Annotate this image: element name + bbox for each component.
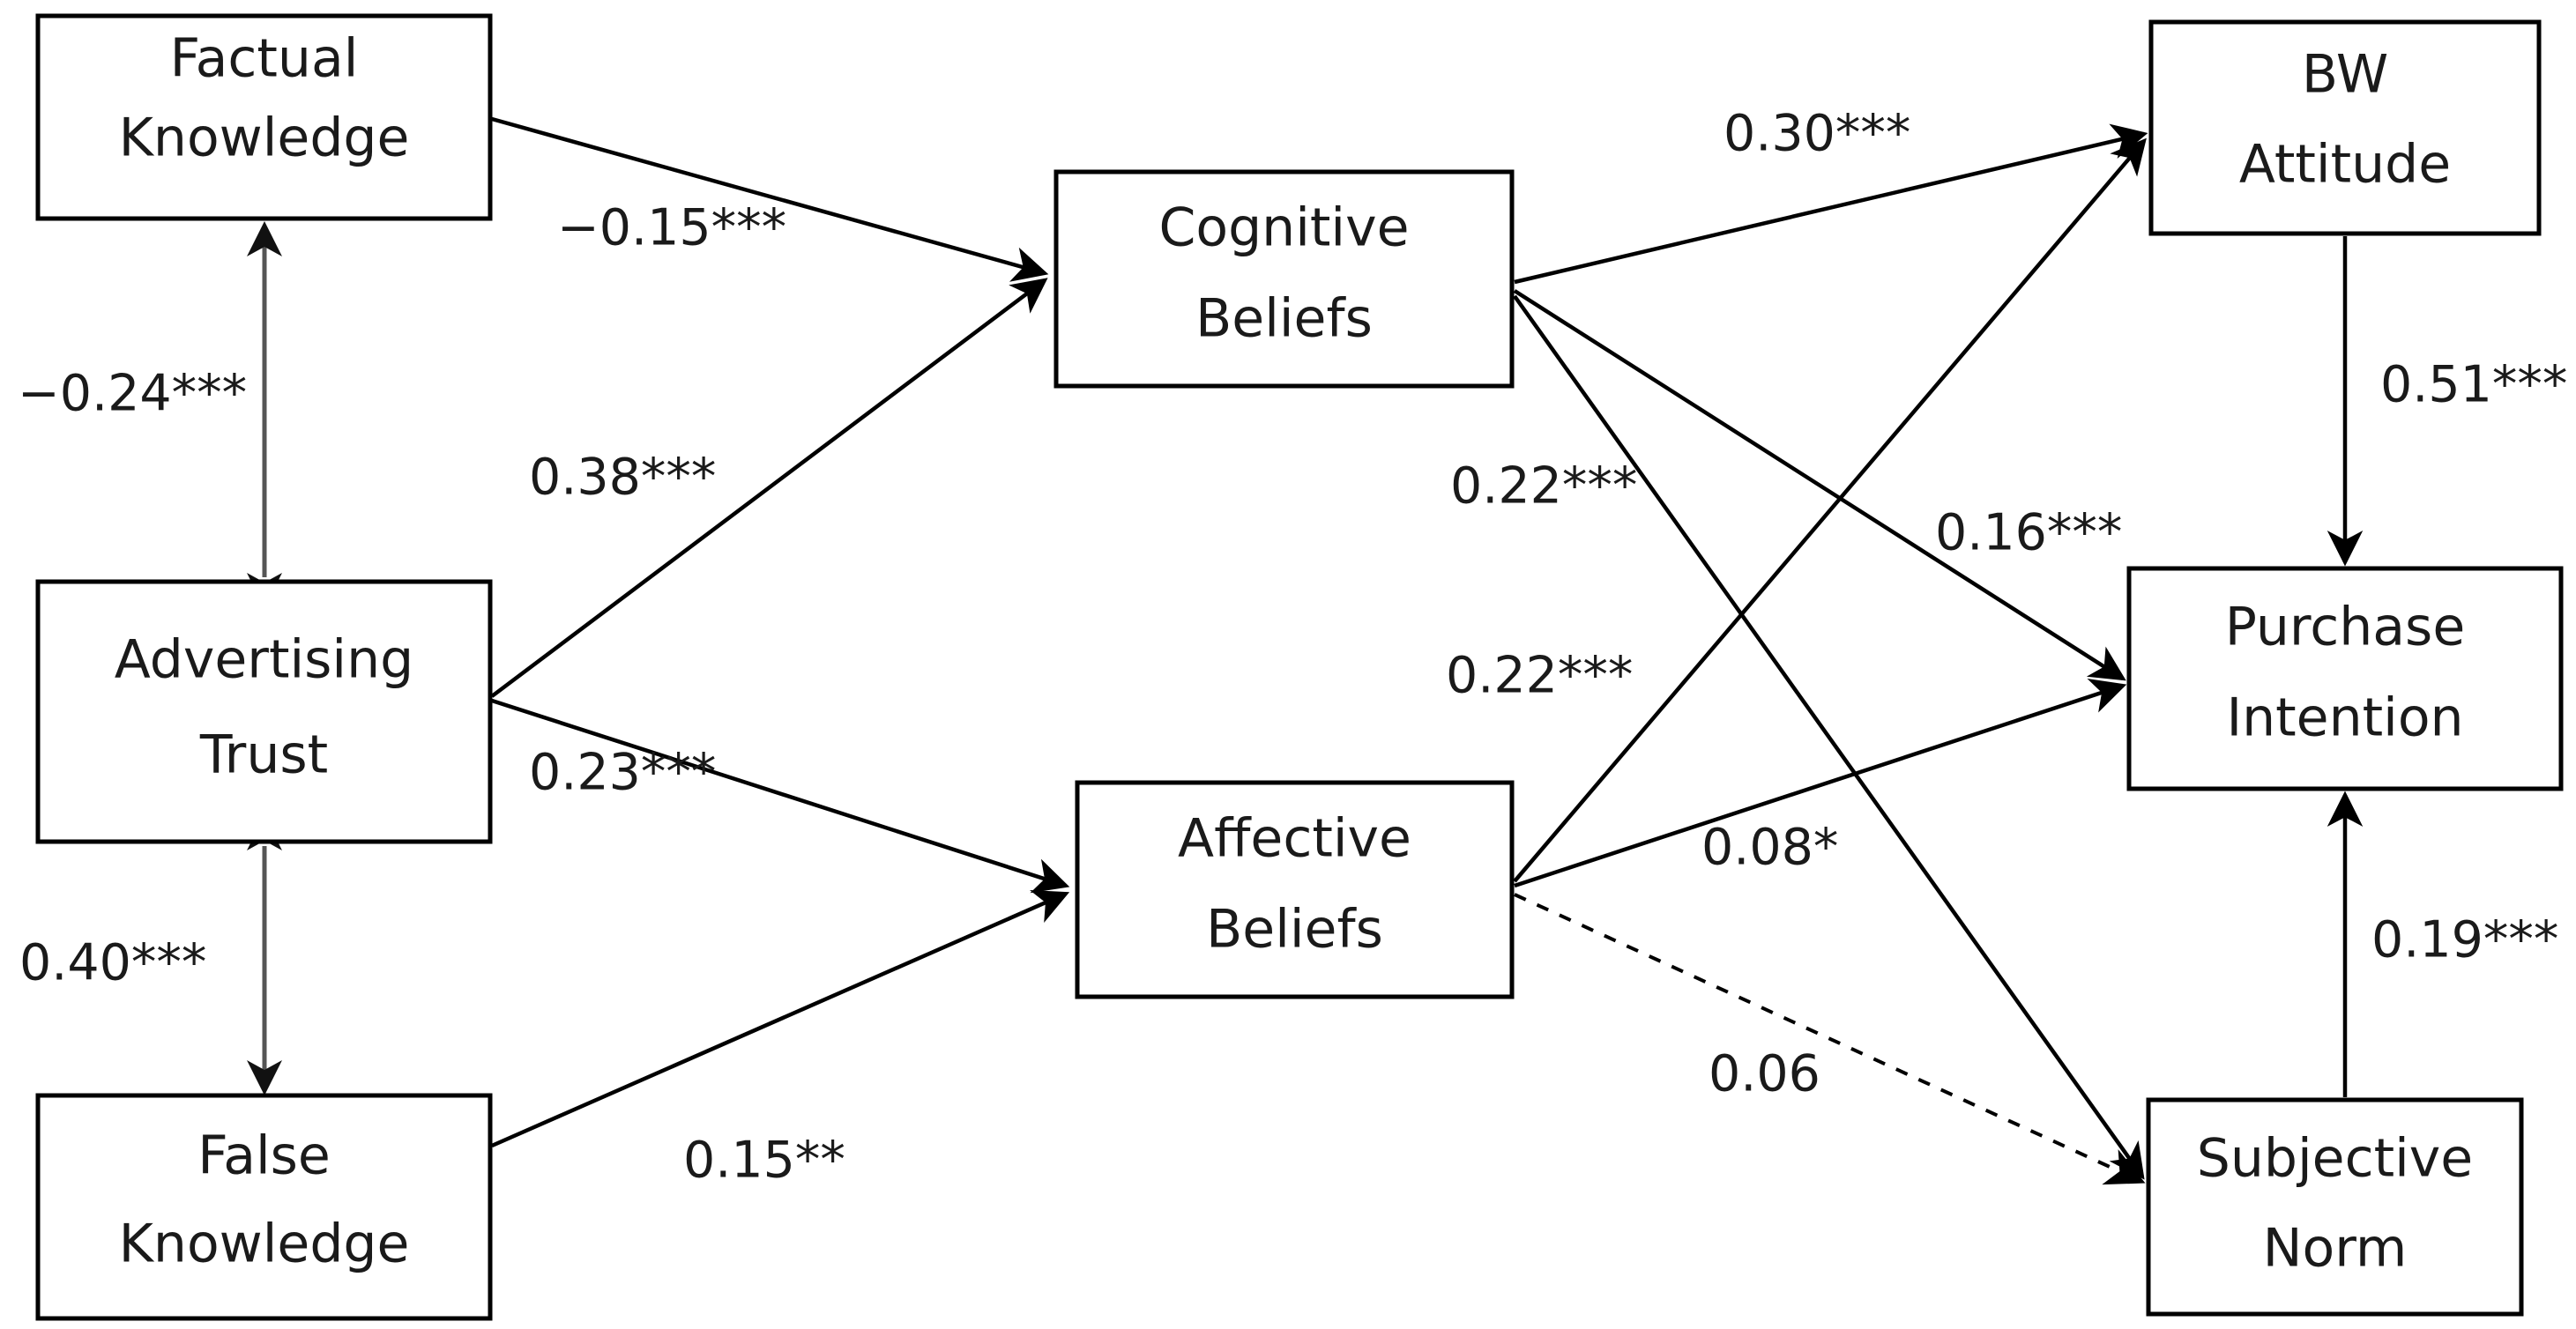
node-false-knowledge-line2: Knowledge	[119, 1214, 410, 1275]
node-cognitive-beliefs-line1: Cognitive	[1158, 197, 1409, 259]
edge-label-cognitive-to-subjective: 0.22***	[1446, 647, 1633, 705]
node-bw-attitude-line1: BW	[2302, 44, 2388, 106]
node-advertising-trust-line1: Advertising	[115, 629, 413, 691]
node-bw-attitude-line2: Attitude	[2239, 134, 2451, 196]
edge-affective-to-bw	[1513, 137, 2147, 883]
edge-cognitive-to-subjective	[1513, 294, 2145, 1180]
edge-label-bw-to-purchase: 0.51***	[2380, 356, 2567, 414]
edge-label-affective-to-purchase: 0.08*	[1701, 819, 1838, 877]
edge-label-factual-to-cognitive: −0.15***	[557, 199, 786, 257]
edge-label-false-to-affective: 0.15**	[683, 1132, 845, 1190]
node-bw-attitude[interactable]: BW Attitude	[2148, 19, 2542, 236]
edge-cognitive-to-purchase	[1513, 289, 2126, 681]
node-subjective-norm[interactable]: Subjective Norm	[2146, 1097, 2524, 1317]
node-cognitive-beliefs[interactable]: Cognitive Beliefs	[1053, 169, 1515, 389]
edge-label-cognitive-to-purchase: 0.22***	[1450, 457, 1637, 516]
edge-label-trust-to-factual: −0.24***	[18, 365, 247, 423]
edge-trust-to-affective	[491, 698, 1070, 894]
node-false-knowledge[interactable]: False Knowledge	[35, 1093, 493, 1321]
node-advertising-trust-line2: Trust	[199, 724, 328, 786]
node-purchase-intention[interactable]: Purchase Intention	[2126, 566, 2564, 791]
node-subjective-norm-line2: Norm	[2263, 1218, 2408, 1280]
edge-label-trust-to-false: 0.40***	[19, 934, 206, 992]
node-false-knowledge-line1: False	[197, 1125, 331, 1187]
edge-label-group: −0.24*** 0.40*** −0.15*** 0.38*** 0.23**…	[18, 105, 2567, 1190]
node-affective-beliefs-line2: Beliefs	[1206, 899, 1383, 961]
node-purchase-intention-line2: Intention	[2226, 687, 2463, 749]
node-factual-knowledge-line2: Knowledge	[119, 108, 410, 169]
node-cognitive-beliefs-line2: Beliefs	[1195, 288, 1373, 350]
edge-affective-to-subjective	[1514, 893, 2146, 1185]
edge-factual-to-cognitive	[491, 116, 1049, 282]
node-factual-knowledge[interactable]: Factual Knowledge	[35, 13, 493, 221]
edge-label-affective-to-subjective: 0.06	[1709, 1045, 1820, 1103]
node-purchase-intention-line1: Purchase	[2225, 597, 2465, 658]
node-advertising-trust[interactable]: Advertising Trust	[35, 579, 493, 844]
edge-trust-to-cognitive	[490, 278, 1048, 698]
edge-affective-to-purchase	[1514, 679, 2127, 888]
node-subjective-norm-line1: Subjective	[2197, 1128, 2473, 1190]
edge-label-trust-to-affective: 0.23***	[529, 744, 716, 802]
node-affective-beliefs[interactable]: Affective Beliefs	[1075, 780, 1515, 999]
node-factual-knowledge-line1: Factual	[170, 28, 359, 90]
edge-label-cognitive-to-bw: 0.30***	[1724, 105, 1910, 163]
edge-label-subjective-to-purchase: 0.19***	[2371, 911, 2558, 969]
edge-label-trust-to-cognitive: 0.38***	[529, 449, 716, 507]
node-group: Factual Knowledge Advertising Trust Fals…	[35, 13, 2564, 1321]
node-affective-beliefs-line1: Affective	[1178, 808, 1411, 870]
edge-false-to-affective	[491, 889, 1070, 1148]
edge-group	[247, 116, 2364, 1185]
edge-label-cognitive-to-purchase-direct: 0.16***	[1935, 504, 2122, 562]
edge-cognitive-to-bw	[1514, 123, 2148, 285]
